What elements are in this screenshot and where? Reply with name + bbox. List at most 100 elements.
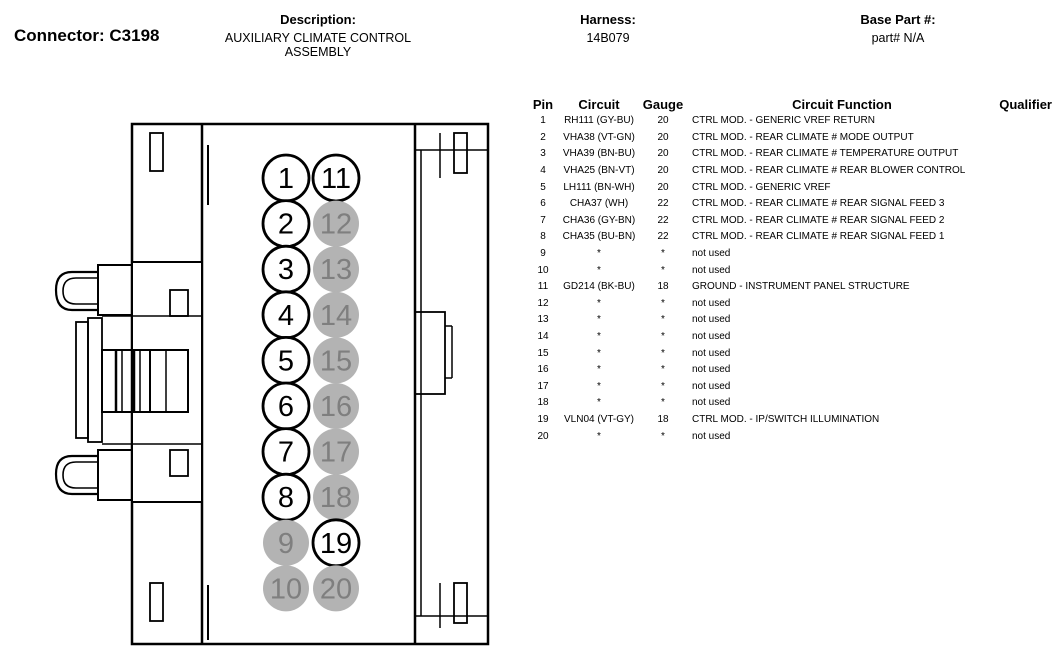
cell-pin: 7 <box>540 214 546 226</box>
cell-circuit-function: CTRL MOD. - GENERIC VREF RETURN <box>692 115 875 127</box>
pin-cavity-9 <box>263 519 309 566</box>
cell-pin: 5 <box>540 181 546 193</box>
pin-number-label: 1 <box>278 163 294 195</box>
cell-qualifier <box>992 395 1052 412</box>
cell-qualifier <box>992 229 1052 246</box>
harness-label: Harness: <box>580 12 636 27</box>
cell-qualifier <box>992 412 1052 429</box>
cell-gauge: 20 <box>657 115 669 127</box>
cell-circuit: GD214 (BK-BU) <box>563 281 635 293</box>
table-row: 12**not used <box>526 296 1052 313</box>
pin-number-label: 6 <box>278 391 294 423</box>
cell-circuit-function: CTRL MOD. - REAR CLIMATE # MODE OUTPUT <box>692 131 914 143</box>
column-header-gauge: Gauge <box>642 97 684 112</box>
base-part-block: Base Part #: part# N/A <box>838 12 958 45</box>
cell-circuit-function: CTRL MOD. - REAR CLIMATE # REAR SIGNAL F… <box>692 198 945 210</box>
pin-cavity-13 <box>313 246 359 293</box>
cell-circuit-function: not used <box>692 430 731 442</box>
cell-qualifier <box>992 213 1052 230</box>
table-header-row: Pin Circuit Gauge Circuit Function Quali… <box>526 96 1052 113</box>
cell-circuit-function: not used <box>692 397 731 409</box>
pin-number-label: 14 <box>320 300 352 332</box>
cell-gauge: * <box>661 397 665 409</box>
cell-circuit-function: not used <box>692 264 731 276</box>
cell-gauge: 22 <box>657 231 669 243</box>
cell-gauge: * <box>661 248 665 260</box>
cell-gauge: 18 <box>657 413 669 425</box>
description-label: Description: <box>280 12 356 27</box>
cell-pin: 14 <box>537 331 549 343</box>
cell-circuit: * <box>597 347 601 359</box>
cell-circuit-function: CTRL MOD. - REAR CLIMATE # REAR SIGNAL F… <box>692 214 945 226</box>
cell-pin: 20 <box>537 430 549 442</box>
column-header-pin: Pin <box>532 97 554 112</box>
pin-number-label: 18 <box>320 482 352 514</box>
pin-number-label: 15 <box>320 345 352 377</box>
cell-qualifier <box>992 345 1052 362</box>
cell-pin: 10 <box>537 264 549 276</box>
cell-qualifier <box>992 312 1052 329</box>
cell-circuit-function: not used <box>692 347 731 359</box>
cell-circuit-function: CTRL MOD. - REAR CLIMATE # TEMPERATURE O… <box>692 148 959 160</box>
cell-gauge: 20 <box>657 131 669 143</box>
cell-qualifier <box>992 296 1052 313</box>
cell-circuit: RH111 (GY-BU) <box>564 115 634 127</box>
cell-gauge: 22 <box>657 214 669 226</box>
cell-pin: 6 <box>540 198 546 210</box>
cell-pin: 17 <box>537 380 549 392</box>
cell-pin: 13 <box>537 314 549 326</box>
cell-gauge: 20 <box>657 165 669 177</box>
pin-cavity-18 <box>313 474 359 521</box>
cell-circuit: CHA37 (WH) <box>569 198 629 210</box>
cell-pin: 12 <box>537 297 549 309</box>
column-header-circuit: Circuit <box>578 97 620 112</box>
cell-qualifier <box>992 379 1052 396</box>
cell-circuit: * <box>597 331 601 343</box>
pin-number-label: 16 <box>320 391 352 423</box>
cell-gauge: 20 <box>657 181 669 193</box>
cell-circuit: * <box>597 248 601 260</box>
description-block: Description: AUXILIARY CLIMATE CONTROL A… <box>212 12 424 59</box>
base-part-value: part# N/A <box>871 31 925 45</box>
cell-circuit: * <box>597 397 601 409</box>
pin-cavity-12 <box>313 200 359 247</box>
table-row: 13**not used <box>526 312 1052 329</box>
column-header-circuit-function: Circuit Function <box>792 97 892 112</box>
pin-number-label: 9 <box>278 528 294 560</box>
cell-circuit: * <box>597 264 601 276</box>
table-row: 6 CHA37 (WH) 22 CTRL MOD. - REAR CLIMATE # … <box>526 196 1052 213</box>
cell-circuit: LH111 (BN-WH) <box>563 181 635 193</box>
cell-circuit: * <box>597 430 601 442</box>
pin-number-label: 7 <box>278 437 294 469</box>
pin-number-label: 2 <box>278 209 294 241</box>
cell-circuit-function: CTRL MOD. - REAR CLIMATE # REAR BLOWER C… <box>692 165 966 177</box>
cell-qualifier <box>992 130 1052 147</box>
cell-pin: 3 <box>540 148 546 160</box>
cell-circuit: * <box>597 380 601 392</box>
cell-qualifier <box>992 279 1052 296</box>
cell-qualifier <box>992 428 1052 445</box>
cell-gauge: 22 <box>657 198 669 210</box>
cell-circuit-function: GROUND - INSTRUMENT PANEL STRUCTURE <box>692 281 910 293</box>
cell-circuit: VHA38 (VT-GN) <box>563 131 635 143</box>
cell-gauge: * <box>661 347 665 359</box>
pin-cavity-10 <box>263 565 309 612</box>
connector-title: Connector: C3198 <box>14 26 160 45</box>
pin-cavity-14 <box>313 291 359 338</box>
cell-pin: 15 <box>537 347 549 359</box>
pin-number-label: 19 <box>320 528 352 560</box>
cell-gauge: * <box>661 380 665 392</box>
cell-circuit: VHA25 (BN-VT) <box>563 165 635 177</box>
cell-qualifier <box>992 163 1052 180</box>
cell-circuit: CHA36 (GY-BN) <box>562 214 636 226</box>
cell-pin: 4 <box>540 165 546 177</box>
pinout-table: Pin Circuit Gauge Circuit Function Quali… <box>526 96 1052 445</box>
cell-circuit-function: not used <box>692 248 731 260</box>
cell-circuit-function: not used <box>692 380 731 392</box>
cell-pin: 11 <box>537 281 549 293</box>
